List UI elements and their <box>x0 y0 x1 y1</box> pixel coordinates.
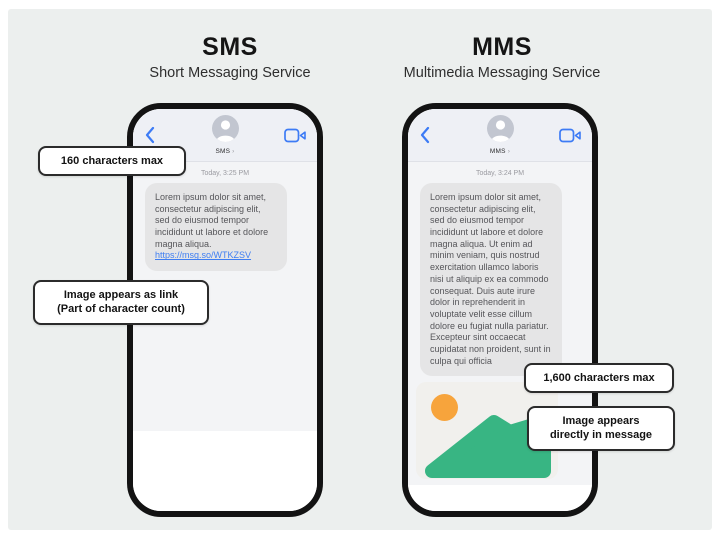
callout-sms-character-limit: 160 characters max <box>38 146 186 177</box>
mms-message-bubble: Lorem ipsum dolor sit amet, consectetur … <box>420 183 562 377</box>
sms-contact-label: SMS › <box>215 148 235 155</box>
mms-date-label: Today, 3:24 PM <box>475 170 525 177</box>
callout-sms-image-as-link: Image appears as link (Part of character… <box>33 280 209 325</box>
sms-date-label: Today, 3:25 PM <box>200 170 250 177</box>
callout-mms-image-in-message: Image appears directly in message <box>527 406 675 451</box>
callout-mms-character-limit: 1,600 characters max <box>524 363 674 394</box>
mms-title: MMS <box>472 33 532 61</box>
sms-message-text: Lorem ipsum dolor sit amet, consectetur … <box>155 192 269 249</box>
contact-chevron-icon: › <box>232 148 235 155</box>
mms-contact[interactable]: MMS › <box>408 115 592 155</box>
sms-contact[interactable]: SMS › <box>133 115 317 155</box>
video-camera-icon[interactable] <box>559 128 581 143</box>
mms-message-area: Today, 3:24 PM Lorem ipsum dolor sit ame… <box>408 162 592 485</box>
background-panel <box>8 9 712 530</box>
sms-title: SMS <box>202 33 258 61</box>
sms-message-link[interactable]: https://msg.so/WTKZSV <box>155 250 252 261</box>
back-chevron-icon[interactable] <box>419 126 431 144</box>
sms-chat-header: SMS › <box>133 109 317 162</box>
contact-avatar-icon <box>486 115 514 142</box>
mms-subtitle: Multimedia Messaging Service <box>403 65 601 81</box>
sms-message-bubble: Lorem ipsum dolor sit amet, consectetur … <box>145 183 287 272</box>
contact-chevron-icon: › <box>507 148 511 155</box>
contact-avatar-icon <box>211 115 239 142</box>
mms-contact-label: MMS › <box>489 148 511 155</box>
sms-subtitle: Short Messaging Service <box>149 65 311 81</box>
video-camera-icon[interactable] <box>284 128 306 143</box>
mms-message-text: Lorem ipsum dolor sit amet, consectetur … <box>430 192 551 366</box>
mms-chat-header: MMS › <box>408 109 592 162</box>
mms-phone-screen: MMS › Today, 3:24 PM Lorem ipsum dolor s… <box>408 109 592 511</box>
mms-phone: MMS › Today, 3:24 PM Lorem ipsum dolor s… <box>402 103 598 517</box>
sun-icon <box>431 394 458 422</box>
back-chevron-icon[interactable] <box>144 126 156 144</box>
